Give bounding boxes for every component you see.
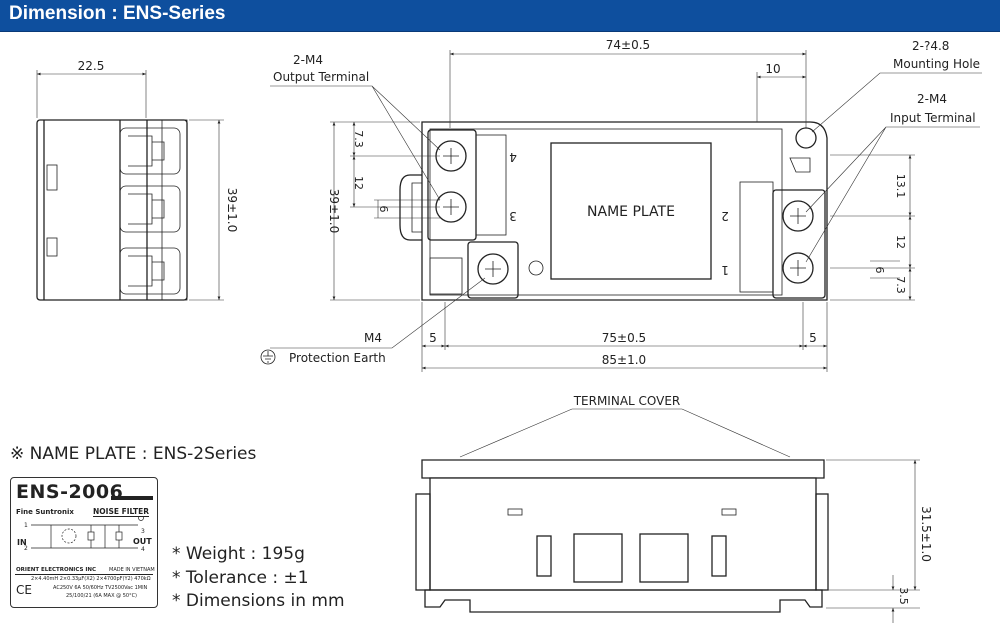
name-plate-bar (111, 496, 153, 500)
right-pitch-dim: 12 (894, 235, 907, 249)
terminal-number-3: 3 (509, 209, 517, 223)
pin-4: 4 (141, 546, 145, 553)
name-plate-spec-3: 25/100/21 (6A MAX @ 50°C) (66, 593, 138, 599)
earth-caption: Protection Earth (289, 351, 386, 365)
side-view: 22.5 39±1.0 (36, 59, 239, 301)
name-plate-spec-2: AC250V 6A 50/60Hz TV2500Vac 1MIN (53, 585, 148, 591)
terminal-number-4: 4 (509, 150, 517, 164)
terminal-number-2: 2 (721, 209, 729, 223)
ground-icon (260, 349, 276, 365)
terminal-number-1: 1 (721, 263, 729, 277)
bottom-overall-dim: 85±1.0 (602, 353, 646, 367)
name-plate-type: NOISE FILTER (93, 507, 150, 517)
pin-3: 3 (141, 528, 145, 535)
side-height-dim: 39±1.0 (225, 188, 239, 232)
output-terminal-label: 2-M4 (293, 53, 323, 67)
pin-2: 2 (24, 545, 28, 552)
right-bottom-dim: 7.3 (894, 276, 907, 294)
bottom-right-dim: 5 (809, 331, 817, 345)
front-view: TERMINAL COVER 31.5±1.0 3.5 (415, 394, 933, 623)
side-width-dim: 22.5 (78, 59, 105, 73)
left-height-dim: 39±1.0 (327, 189, 341, 233)
note-weight: * Weight : 195g (172, 544, 305, 564)
name-plate-brand: Fine Suntronix (16, 508, 74, 516)
name-plate-label: NAME PLATE (587, 204, 675, 220)
left-small-dim: 6 (377, 206, 390, 213)
terminal-cover-label: TERMINAL COVER (573, 394, 681, 408)
note-units: * Dimensions in mm (172, 591, 345, 611)
earth-screw-label: M4 (364, 331, 382, 345)
input-terminal-caption: Input Terminal (890, 111, 976, 125)
left-top-dim: 7.3 (352, 130, 365, 148)
input-terminal-label: 2-M4 (917, 92, 947, 106)
overall-width-dim: 74±0.5 (606, 38, 650, 52)
bottom-left-dim: 5 (429, 331, 437, 345)
right-small-dim: 6 (873, 267, 886, 274)
mounting-hole-caption: Mounting Hole (893, 57, 980, 71)
mounting-hole-label: 2-?4.8 (912, 39, 949, 53)
bottom-middle-dim: 75±0.5 (602, 331, 646, 345)
name-plate-manufacturer: ORIENT ELECTRONICS INC (16, 567, 97, 573)
name-plate-section-title: ※ NAME PLATE : ENS-2Series (10, 444, 257, 464)
name-plate-model: ENS-2006 (16, 481, 124, 503)
page-title: Dimension : ENS-Series (9, 3, 226, 24)
name-plate-circuit: 1 2 3 4 (24, 516, 145, 553)
name-plate-in: IN (17, 538, 27, 547)
name-plate-spec-1: 2×4.40mH 2×0.33μF(X2) 2×4700pF(Y2) 470kΩ (31, 576, 151, 582)
pin-1: 1 (24, 522, 28, 529)
header-bar: Dimension : ENS-Series (0, 0, 1000, 32)
mounting-offset-dim: 10 (765, 62, 780, 76)
notes: * Weight : 195g * Tolerance : ±1 * Dimen… (172, 543, 345, 614)
front-height-dim: 31.5±1.0 (919, 506, 933, 562)
name-plate: ENS-2006 Fine Suntronix NOISE FILTER IN … (10, 477, 158, 608)
name-plate-origin: MADE IN VIETNAM (109, 567, 155, 573)
right-top-dim: 13.1 (894, 174, 907, 199)
left-pitch-dim: 12 (352, 176, 365, 190)
rail-dim: 3.5 (897, 587, 910, 605)
name-plate-out: OUT (133, 537, 152, 546)
output-terminal-caption: Output Terminal (273, 70, 369, 84)
top-view: NAME PLATE 4 3 2 1 74±0.5 10 2 (260, 38, 982, 372)
note-tolerance: * Tolerance : ±1 (172, 567, 309, 588)
name-plate-ce: CE (16, 583, 32, 597)
